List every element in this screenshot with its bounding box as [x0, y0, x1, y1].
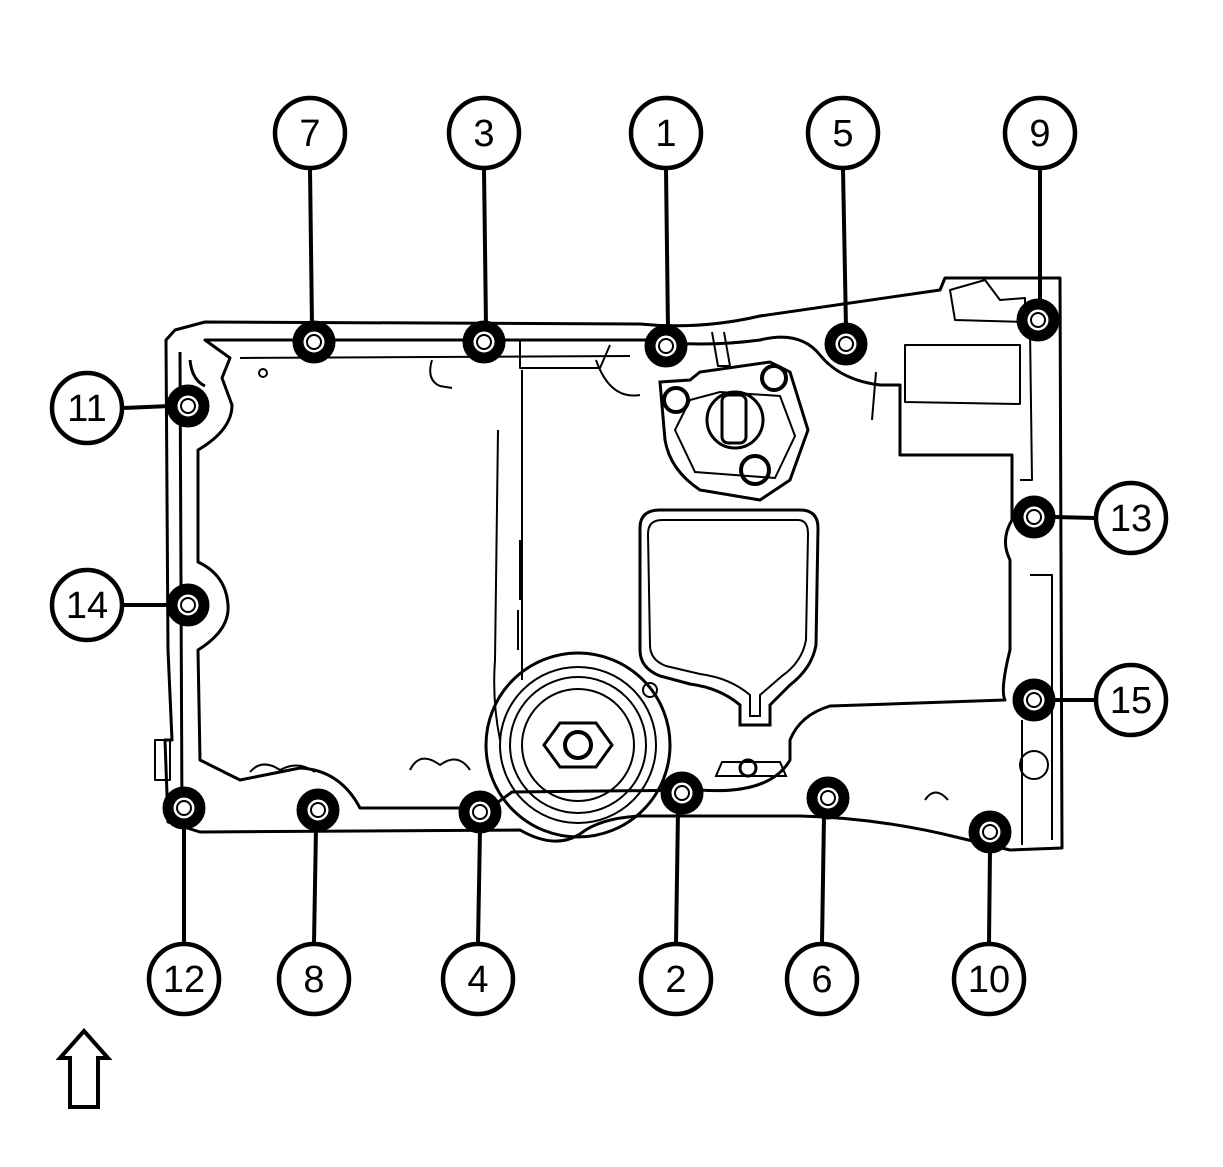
- callout-label: 15: [1110, 680, 1152, 722]
- callout-label: 11: [67, 388, 106, 430]
- bolt-head-10: [968, 810, 1012, 854]
- callout-circle: [272, 95, 348, 171]
- callout-circle: [49, 567, 125, 643]
- callout-circle: [446, 95, 522, 171]
- callout-label: 9: [1029, 113, 1050, 155]
- bolt-head-9: [1016, 298, 1060, 342]
- callout-12: 12: [146, 941, 222, 1017]
- leader-line-1: [664, 168, 670, 331]
- callout-6: 6: [784, 941, 860, 1017]
- callout-label: 14: [66, 585, 108, 627]
- callout-5: 5: [805, 95, 881, 171]
- bolt-head-2: [660, 771, 704, 815]
- oil-pan-body: [154, 276, 1064, 852]
- callout-circle: [951, 941, 1027, 1017]
- callout-label: 5: [832, 113, 853, 155]
- callout-2: 2: [638, 941, 714, 1017]
- leader-line-3: [482, 168, 488, 327]
- callout-circle: [1002, 95, 1078, 171]
- callout-label: 8: [303, 959, 324, 1001]
- leader-line-2: [674, 810, 680, 944]
- leader-line-7: [308, 168, 314, 327]
- leader-lines: [122, 168, 1096, 944]
- callout-circle: [1093, 662, 1169, 738]
- up-arrow-icon: [55, 1027, 113, 1109]
- callout-circle: [1093, 480, 1169, 556]
- leader-line-5: [841, 168, 848, 329]
- callout-circle: [440, 941, 516, 1017]
- callout-circle: [628, 95, 704, 171]
- callout-1: 1: [628, 95, 704, 171]
- callout-7: 7: [272, 95, 348, 171]
- bolt-head-3: [462, 320, 506, 364]
- callout-circle: [49, 370, 125, 446]
- callout-label: 10: [968, 959, 1010, 1001]
- oil-level-sensor-housing: [658, 331, 810, 502]
- bolt-head-12: [162, 786, 206, 830]
- bolt-head-15: [1012, 678, 1056, 722]
- bolt-head-14: [166, 583, 210, 627]
- callout-circle: [638, 941, 714, 1017]
- leader-line-11: [122, 404, 171, 410]
- leader-line-8: [312, 827, 318, 944]
- bolt-head-5: [824, 322, 868, 366]
- callout-label: 12: [163, 959, 205, 1001]
- bolt-heads: [162, 298, 1060, 854]
- leader-line-4: [476, 829, 482, 944]
- callout-8: 8: [276, 941, 352, 1017]
- center-boss: [714, 758, 788, 778]
- callout-4: 4: [440, 941, 516, 1017]
- bolt-head-4: [458, 790, 502, 834]
- callout-14: 14: [49, 567, 125, 643]
- callout-label: 1: [655, 113, 676, 155]
- drain-plug-boss: [484, 651, 672, 839]
- bolt-head-8: [296, 788, 340, 832]
- callout-10: 10: [951, 941, 1027, 1017]
- bolt-head-6: [806, 776, 850, 820]
- callout-9: 9: [1002, 95, 1078, 171]
- callout-circle: [146, 941, 222, 1017]
- callout-15: 15: [1093, 662, 1169, 738]
- leader-line-13: [1053, 515, 1096, 520]
- callout-circle: [784, 941, 860, 1017]
- bolt-head-13: [1012, 495, 1056, 539]
- callout-label: 7: [299, 113, 320, 155]
- leader-line-6: [820, 815, 826, 944]
- bolt-head-11: [166, 384, 210, 428]
- callout-circle: [276, 941, 352, 1017]
- callout-label: 3: [473, 113, 494, 155]
- callout-3: 3: [446, 95, 522, 171]
- callout-label: 13: [1110, 498, 1152, 540]
- bolt-head-1: [644, 324, 688, 368]
- bolt-head-7: [292, 320, 336, 364]
- callout-label: 2: [665, 959, 686, 1001]
- leader-line-10: [987, 849, 992, 944]
- callout-11: 11: [49, 370, 125, 446]
- callout-label: 6: [811, 959, 832, 1001]
- callout-label: 4: [467, 959, 488, 1001]
- callout-13: 13: [1093, 480, 1169, 556]
- callout-circle: [805, 95, 881, 171]
- inspection-window: [638, 508, 820, 727]
